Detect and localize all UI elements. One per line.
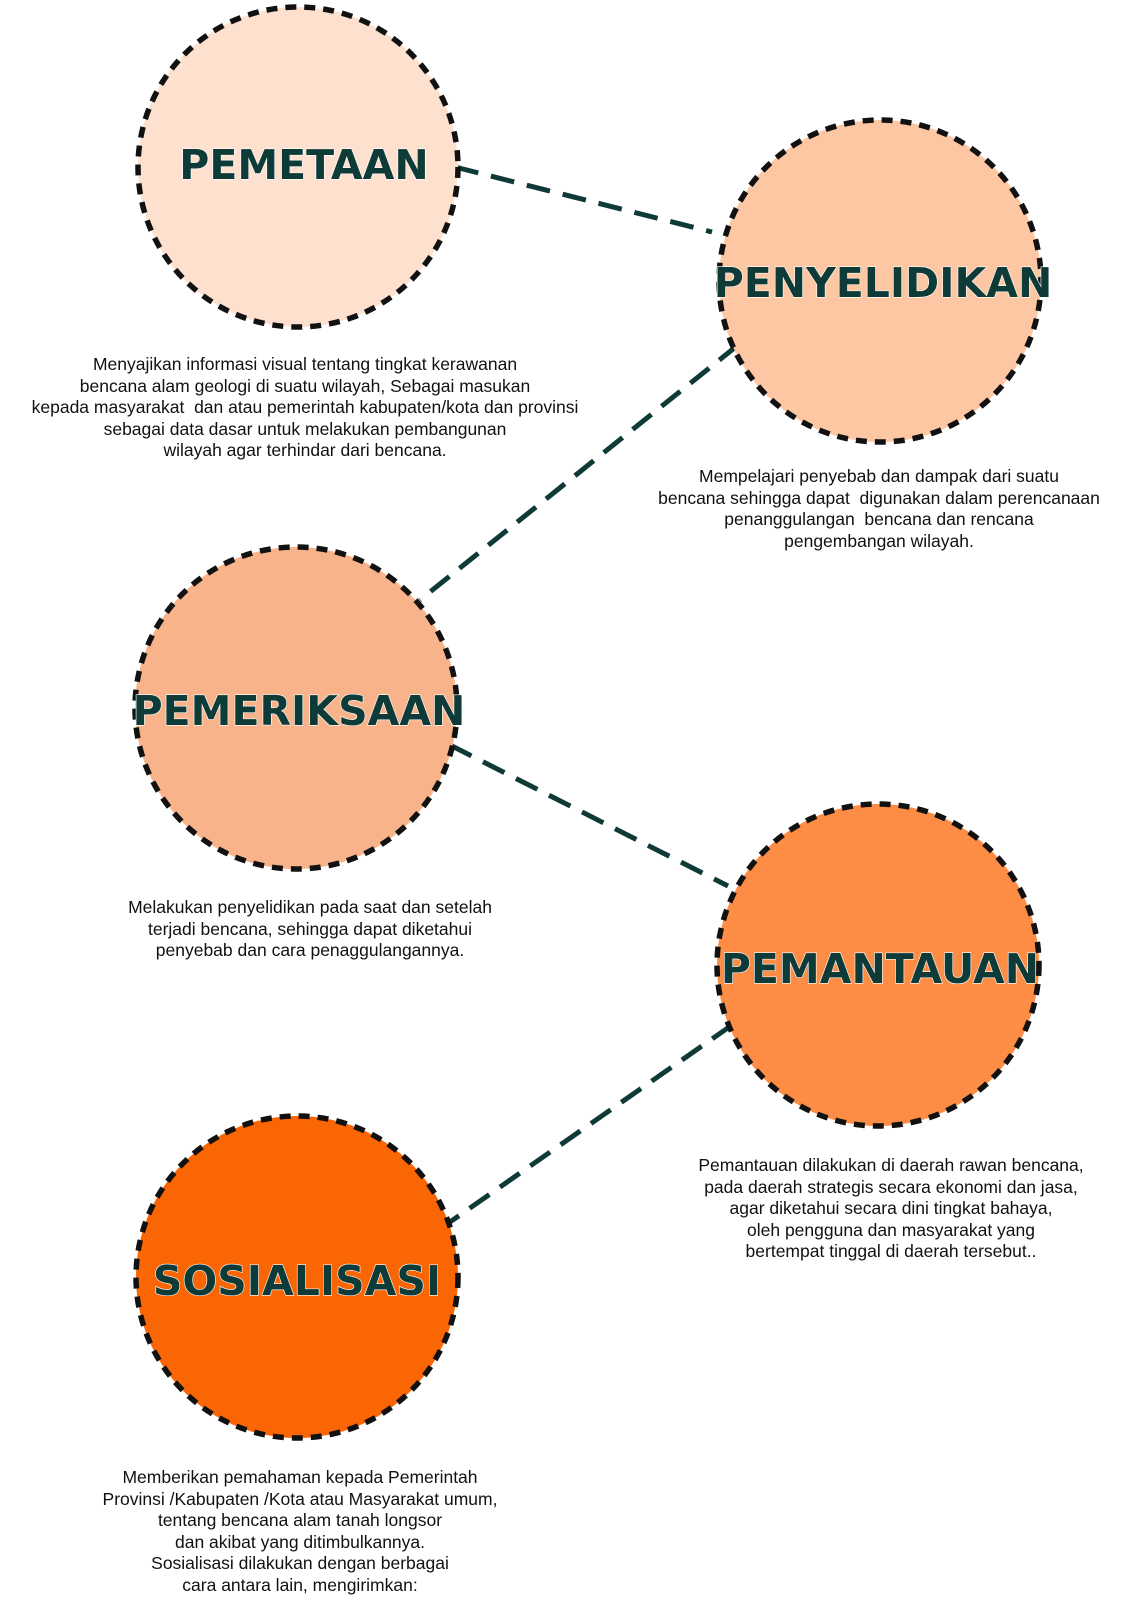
title-pemeriksaan: PEMERIKSAAN — [133, 687, 466, 735]
connector-penyelidikan-pemeriksaan — [418, 343, 740, 602]
description-pemeriksaan: Melakukan penyelidikan pada saat dan set… — [128, 897, 492, 960]
description-pemetaan: Menyajikan informasi visual tentang ting… — [31, 354, 579, 460]
connector-pemetaan-penyelidikan — [454, 164, 713, 235]
node-pemantauan: PEMANTAUAN — [714, 801, 1042, 1129]
connector-pemeriksaan-pemantauan — [448, 742, 730, 889]
description-pemantauan: Pemantauan dilakukan di daerah rawan ben… — [698, 1155, 1084, 1261]
title-penyelidikan: PENYELIDIKAN — [714, 259, 1053, 307]
title-pemetaan: PEMETAAN — [179, 141, 428, 189]
node-pemetaan: PEMETAAN — [135, 4, 461, 330]
node-penyelidikan: PENYELIDIKAN — [713, 117, 1053, 445]
node-pemeriksaan: PEMERIKSAAN — [132, 544, 466, 872]
title-pemantauan: PEMANTAUAN — [721, 945, 1039, 993]
circle-penyelidikan — [716, 117, 1044, 445]
title-sosialisasi: SOSIALISASI — [153, 1257, 441, 1305]
circle-pemeriksaan — [132, 544, 460, 872]
connector-lines — [418, 164, 740, 1225]
connector-pemantauan-sosialisasi — [448, 1022, 734, 1225]
circle-sosialisasi — [133, 1113, 461, 1441]
description-penyelidikan: Mempelajari penyebab dan dampak dari sua… — [658, 466, 1100, 551]
node-sosialisasi: SOSIALISASI — [133, 1113, 461, 1441]
circle-pemetaan — [135, 4, 461, 330]
description-sosialisasi: Memberikan pemahaman kepada Pemerintah P… — [102, 1467, 498, 1595]
circle-pemantauan — [714, 801, 1042, 1129]
